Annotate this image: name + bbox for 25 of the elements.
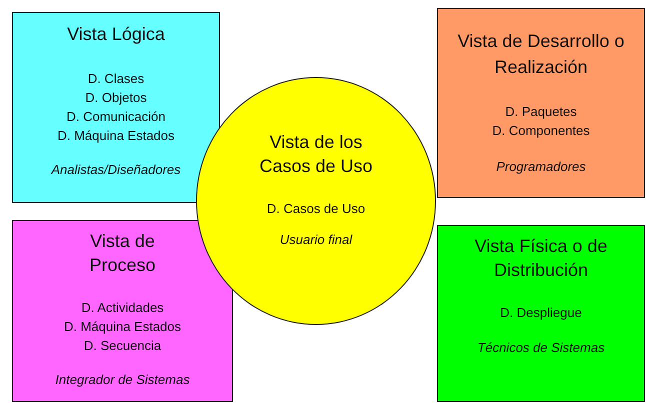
view-title: Vista Física o de Distribución [474, 235, 608, 282]
role-label: Analistas/Diseñadores [51, 162, 181, 177]
view-title: Vista de Proceso [88, 230, 157, 277]
view-title: Vista de Desarrollo o Realización [456, 30, 626, 79]
view-box [437, 225, 645, 402]
diagram-item: D. Actividades [81, 299, 164, 317]
diagram-item: D. Componentes [492, 122, 590, 140]
diagram-item: D. Despliegue [500, 304, 582, 322]
diagram-item: D. Paquetes [505, 103, 577, 121]
view-box [12, 220, 233, 402]
role-label: Programadores [496, 159, 586, 174]
view-title: Vista de los Casos de Uso [258, 131, 374, 178]
role-label: Integrador de Sistemas [55, 372, 190, 387]
diagram-item: D. Objetos [85, 89, 147, 107]
diagram-item: D. Secuencia [84, 337, 162, 355]
role-label: Usuario final [280, 232, 352, 247]
view-box [12, 12, 220, 203]
diagram-item: D. Casos de Uso [266, 200, 366, 218]
diagram-item: D. Clases [88, 70, 144, 88]
diagram-item: D. Máquina Estados [64, 318, 182, 336]
diagram-item: D. Máquina Estados [57, 127, 175, 145]
diagram-item: D. Comunicación [66, 108, 166, 126]
role-label: Técnicos de Sistemas [477, 340, 605, 355]
view-box [437, 8, 645, 198]
view-title: Vista Lógica [67, 23, 165, 45]
